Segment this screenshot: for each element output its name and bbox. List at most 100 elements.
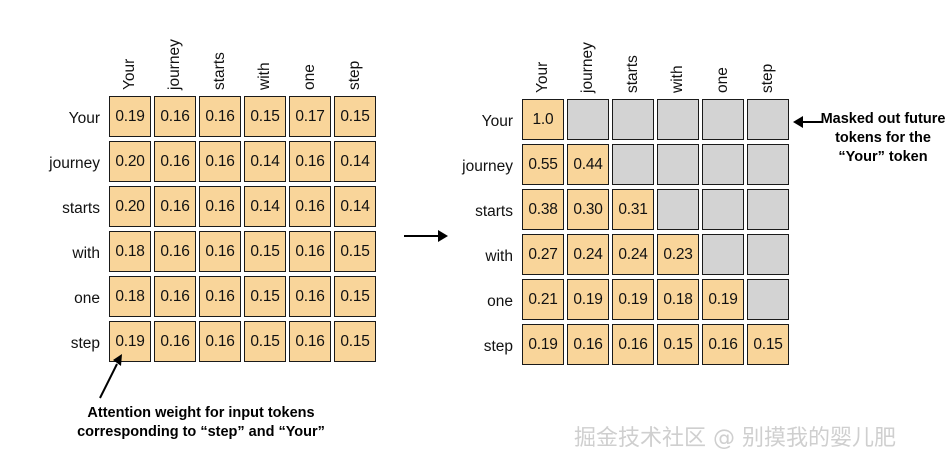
weight-cell: 0.16 [199, 231, 241, 272]
column-label: Your [534, 61, 551, 93]
weight-cell: 0.16 [289, 186, 331, 227]
weight-cell: 0.23 [657, 234, 699, 275]
column-label: starts [211, 52, 228, 90]
masked-cell [747, 144, 789, 185]
column-label: journey [579, 42, 596, 93]
weight-cell: 0.16 [154, 321, 196, 362]
weight-cell: 0.16 [289, 141, 331, 182]
weight-cell: 0.15 [334, 231, 376, 272]
weight-cell: 0.14 [244, 186, 286, 227]
column-label: step [759, 63, 776, 93]
row-label: one [487, 293, 513, 310]
weight-cell: 0.19 [567, 279, 609, 320]
weight-cell: 0.14 [334, 141, 376, 182]
masked-cell [612, 144, 654, 185]
watermark: 掘金技术社区 @ 别摸我的婴儿肥 [574, 426, 896, 451]
weight-cell: 0.19 [612, 279, 654, 320]
masked-cell [747, 99, 789, 140]
weight-cell: 0.15 [244, 321, 286, 362]
column-label: one [301, 64, 318, 90]
row-label: journey [462, 158, 513, 175]
masked-cell [567, 99, 609, 140]
masked-cell [747, 279, 789, 320]
weight-cell: 0.24 [612, 234, 654, 275]
masked-cell [702, 99, 744, 140]
masked-cell [702, 234, 744, 275]
attention-weight-note: Attention weight for input tokens corres… [77, 405, 325, 440]
masked-cell [657, 144, 699, 185]
weight-cell: 0.15 [244, 231, 286, 272]
row-label: step [70, 335, 100, 352]
weight-cell: 0.18 [109, 231, 151, 272]
row-label: with [72, 245, 100, 262]
weight-cell: 0.16 [199, 276, 241, 317]
weight-cell: 0.31 [612, 189, 654, 230]
masked-cell [747, 234, 789, 275]
weight-cell: 0.19 [702, 279, 744, 320]
weight-cell: 0.16 [289, 276, 331, 317]
masked-tokens-note: Masked out future tokens for the “Your” … [820, 111, 946, 165]
weight-cell: 0.15 [657, 324, 699, 365]
weight-cell: 0.16 [612, 324, 654, 365]
weight-cell: 0.15 [334, 96, 376, 137]
weight-cell: 0.16 [154, 186, 196, 227]
row-label: starts [475, 203, 513, 220]
weight-cell: 0.15 [244, 96, 286, 137]
masked-cell [702, 189, 744, 230]
row-label: with [485, 248, 513, 265]
weight-cell: 0.16 [702, 324, 744, 365]
weight-cell: 0.38 [522, 189, 564, 230]
transform-arrow-icon [404, 230, 448, 242]
weight-cell: 0.16 [199, 141, 241, 182]
mask-pointer-arrow-icon [793, 116, 823, 128]
weight-cell: 0.20 [109, 141, 151, 182]
weight-cell: 0.15 [334, 276, 376, 317]
weight-cell: 0.14 [244, 141, 286, 182]
weight-cell: 0.27 [522, 234, 564, 275]
weight-cell: 0.19 [109, 321, 151, 362]
weight-cell: 0.16 [289, 321, 331, 362]
row-label: starts [62, 200, 100, 217]
column-label: Your [121, 58, 138, 90]
masked-cell [702, 144, 744, 185]
weight-cell: 0.16 [289, 231, 331, 272]
weight-cell: 0.16 [154, 141, 196, 182]
weight-cell: 0.18 [657, 279, 699, 320]
weight-cell: 1.0 [522, 99, 564, 140]
weight-cell: 0.16 [154, 276, 196, 317]
weight-cell: 0.14 [334, 186, 376, 227]
weight-cell: 0.16 [567, 324, 609, 365]
row-label: Your [481, 113, 513, 130]
row-label: step [483, 338, 513, 355]
weight-cell: 0.19 [109, 96, 151, 137]
column-label: with [669, 65, 686, 93]
row-label: one [74, 290, 100, 307]
column-label: step [346, 60, 363, 90]
row-label: journey [49, 155, 100, 172]
weight-cell: 0.15 [244, 276, 286, 317]
weight-cell: 0.16 [199, 321, 241, 362]
column-label: with [256, 62, 273, 90]
masked-cell [612, 99, 654, 140]
attention-pointer-arrow-icon [99, 354, 122, 399]
column-label: one [714, 67, 731, 93]
weight-cell: 0.16 [199, 186, 241, 227]
weight-cell: 0.24 [567, 234, 609, 275]
weight-cell: 0.55 [522, 144, 564, 185]
weight-cell: 0.17 [289, 96, 331, 137]
weight-cell: 0.16 [154, 96, 196, 137]
weight-cell: 0.16 [154, 231, 196, 272]
masked-cell [747, 189, 789, 230]
weight-cell: 0.15 [747, 324, 789, 365]
weight-cell: 0.18 [109, 276, 151, 317]
row-label: Your [68, 110, 100, 127]
weight-cell: 0.21 [522, 279, 564, 320]
weight-cell: 0.16 [199, 96, 241, 137]
column-label: starts [624, 55, 641, 93]
weight-cell: 0.15 [334, 321, 376, 362]
masked-cell [657, 189, 699, 230]
weight-cell: 0.44 [567, 144, 609, 185]
weight-cell: 0.30 [567, 189, 609, 230]
weight-cell: 0.19 [522, 324, 564, 365]
